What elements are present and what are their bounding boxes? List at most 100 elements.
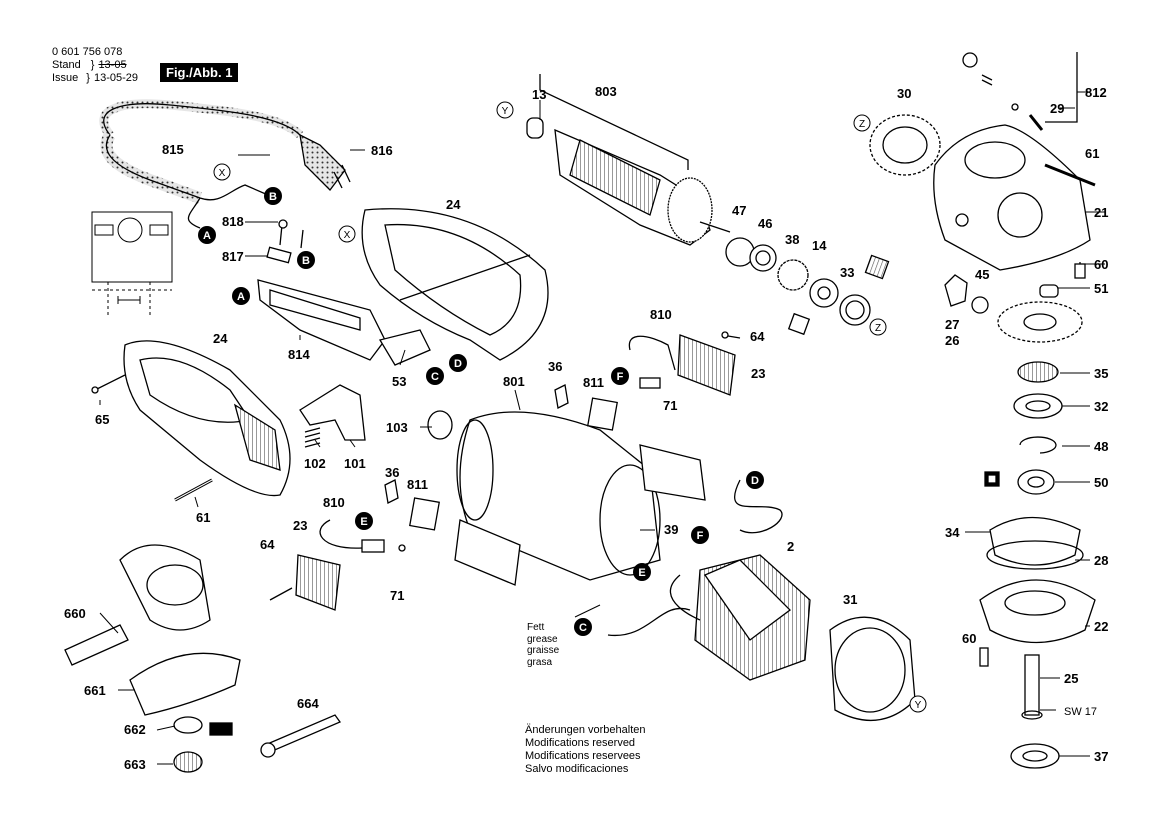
grease-note: Fett grease graisse grasa [527, 622, 559, 668]
callout-2: 2 [787, 539, 794, 554]
callout-64-lower: 64 [260, 537, 275, 552]
handle-half-upper [361, 208, 549, 361]
callout-14: 14 [812, 238, 827, 253]
screws-left [91, 374, 213, 502]
callout-60-bottom: 60 [962, 631, 976, 646]
lever-and-spring [299, 384, 366, 448]
callout-812: 812 [1085, 85, 1107, 100]
svg-text:Z: Z [875, 323, 881, 334]
callout-31: 31 [843, 592, 857, 607]
svg-text:Y: Y [502, 106, 509, 117]
callout-810-upper: 810 [650, 307, 672, 322]
modifications-line-es: Salvo modificaciones [525, 763, 629, 775]
filled-markers: A B B A D C F E D F E C [198, 187, 764, 636]
svg-text:E: E [638, 567, 645, 579]
marker-b-switch: B [297, 251, 315, 269]
callout-26: 26 [945, 333, 959, 348]
stand-label: Stand [52, 59, 81, 71]
svg-text:Z: Z [859, 119, 865, 130]
callout-811-upper: 811 [583, 375, 604, 390]
callout-24-lower: 24 [213, 331, 228, 346]
brush-holder-lower [269, 479, 441, 611]
callout-71-upper: 71 [663, 398, 677, 413]
marker-e-brush: E [355, 512, 373, 530]
part-number: 0 601 756 078 [52, 46, 123, 58]
callout-664: 664 [297, 696, 319, 711]
callout-65: 65 [95, 412, 109, 427]
svg-text:D: D [454, 358, 462, 370]
marker-z-gear: Z [853, 114, 871, 132]
callout-38: 38 [785, 232, 799, 247]
figure-tag: Fig./Abb. 1 [160, 63, 239, 82]
callout-22: 22 [1094, 619, 1108, 634]
callout-811-lower: 811 [407, 477, 428, 492]
marker-c-field: C [574, 618, 592, 636]
callout-48: 48 [1094, 439, 1108, 454]
grease-line-es: grasa [527, 656, 553, 668]
callout-816: 816 [371, 143, 393, 158]
marker-x-cable: X [213, 163, 231, 181]
svg-text:C: C [431, 371, 439, 383]
callout-102: 102 [304, 456, 326, 471]
fan-guide [829, 616, 916, 722]
handle-half-lower [123, 340, 291, 497]
callout-103: 103 [386, 420, 408, 435]
svg-text:E: E [360, 516, 367, 528]
marker-f-field: F [691, 526, 709, 544]
callout-25: 25 [1064, 671, 1078, 686]
gear-30 [869, 52, 1096, 187]
callout-71-lower: 71 [390, 588, 404, 603]
modifications-line-en: Modifications reserved [525, 737, 636, 749]
callout-60-top: 60 [1094, 257, 1108, 272]
callout-61-top: 61 [1085, 146, 1099, 161]
svg-text:B: B [302, 255, 310, 267]
callout-817: 817 [222, 249, 244, 264]
callout-810-lower: 810 [323, 495, 345, 510]
callout-35: 35 [1094, 366, 1108, 381]
modifications-note: Änderungen vorbehalten Modifications res… [525, 724, 645, 776]
callout-13: 13 [532, 87, 546, 102]
stand-value: 13-05 [98, 59, 127, 71]
issue-label: Issue [52, 72, 79, 84]
callout-45: 45 [975, 267, 989, 282]
callout-47: 47 [732, 203, 746, 218]
callout-36-upper: 36 [548, 359, 562, 374]
callout-64-upper: 64 [750, 329, 765, 344]
marker-b-cable: B [264, 187, 282, 205]
switch-assembly [257, 219, 431, 366]
marker-x-handle: X [338, 225, 356, 243]
svg-text:F: F [697, 530, 704, 542]
bearing-stack [725, 237, 890, 336]
callout-36-lower: 36 [385, 465, 399, 480]
callout-28: 28 [1094, 553, 1108, 568]
callout-32: 32 [1094, 399, 1108, 414]
marker-z-bearing: Z [869, 318, 887, 336]
modifications-line-fr: Modifications reservees [525, 750, 641, 762]
marker-a-cable: A [198, 226, 216, 244]
svg-text:C: C [579, 622, 587, 634]
callout-30: 30 [897, 86, 911, 101]
callout-34: 34 [945, 525, 960, 540]
power-cable [99, 99, 351, 229]
marker-y-armature: Y [496, 101, 514, 119]
marker-y-fan-guide: Y [909, 695, 927, 713]
motor-housing [427, 410, 706, 586]
leader-lines [99, 91, 1105, 765]
callout-661: 661 [84, 683, 106, 698]
callout-50: 50 [1094, 475, 1108, 490]
svg-text:A: A [237, 291, 245, 303]
callout-660: 660 [64, 606, 86, 621]
issue-value: 13-05-29 [93, 72, 139, 84]
callouts: 13 803 812 30 29 61 21 60 51 45 27 26 35… [64, 84, 1108, 772]
svg-text:Y: Y [915, 700, 922, 711]
callout-33: 33 [840, 265, 854, 280]
grease-line-en: grease [527, 633, 558, 645]
callout-39: 39 [664, 522, 678, 537]
field-coil [607, 479, 811, 681]
grease-line-de: Fett [527, 622, 545, 633]
callout-24-upper: 24 [446, 197, 461, 212]
marker-a-switch: A [232, 287, 250, 305]
callout-662: 662 [124, 722, 146, 737]
